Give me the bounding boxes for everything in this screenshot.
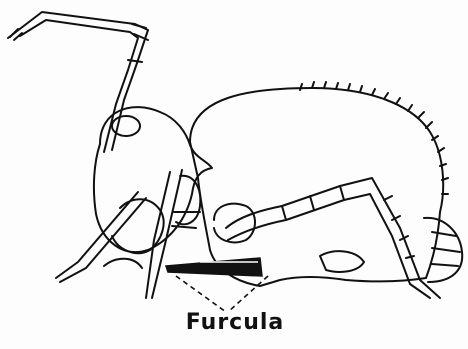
antenna [8, 12, 148, 152]
furcula-label: Furcula [160, 310, 310, 335]
back-hairs [300, 82, 448, 194]
eye-spot [112, 116, 140, 136]
front-leg [56, 192, 164, 282]
body [190, 88, 443, 286]
ventral-tube [320, 251, 364, 272]
label-pointer [176, 276, 268, 312]
